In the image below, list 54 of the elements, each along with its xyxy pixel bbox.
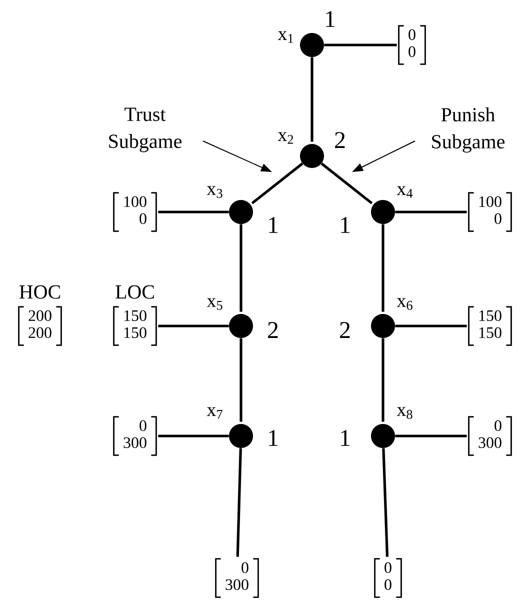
node-label: x$_{6}$ <box>396 298 412 310</box>
branch-line <box>395 324 467 328</box>
vector-label: LOC <box>116 285 154 299</box>
branch-line <box>158 324 229 328</box>
player-number: 2 <box>335 132 345 148</box>
decision-dot <box>371 424 395 448</box>
node-label: x$_{5}$ <box>206 298 222 310</box>
player-number: 2 <box>340 322 350 338</box>
branch-line <box>382 224 384 312</box>
vector-label: HOC <box>19 285 60 299</box>
branch-line <box>382 448 389 557</box>
player-number: 1 <box>326 11 335 27</box>
node-label: x$_{8}$ <box>396 407 412 419</box>
branch-line <box>382 338 384 422</box>
payoff-vector: 200 200 <box>18 306 62 346</box>
branch-line <box>240 338 242 422</box>
player-number: 1 <box>341 217 350 233</box>
decision-dot <box>229 424 253 448</box>
player-number: 2 <box>268 322 278 338</box>
payoff-vector: 0 0 <box>374 558 402 598</box>
decision-dot <box>371 314 395 338</box>
node-label: x$_{3}$ <box>206 186 222 198</box>
branch-line <box>320 162 373 204</box>
decision-dot <box>229 314 253 338</box>
payoff-vector: 150 150 <box>113 306 157 346</box>
subgame-label: Punish Subgame <box>432 107 505 153</box>
node-label: x$_{7}$ <box>206 407 222 419</box>
branch-line <box>395 434 467 438</box>
payoff-vector: 100 0 <box>113 192 157 232</box>
subgame-label: Trust Subgame <box>109 108 182 152</box>
branch-line <box>240 224 242 312</box>
branch-line <box>158 210 229 214</box>
decision-dot <box>229 200 253 224</box>
decision-dot <box>371 200 395 224</box>
payoff-vector: 0 300 <box>215 558 259 598</box>
branch-line <box>251 162 304 204</box>
payoff-vector: 100 0 <box>468 192 512 232</box>
branch-line <box>324 44 397 46</box>
decision-dot <box>300 144 324 168</box>
node-label: x$_{2}$ <box>278 132 294 144</box>
branch-line <box>158 434 229 438</box>
branch-line <box>395 210 467 214</box>
player-number: 1 <box>341 430 350 446</box>
payoff-vector: 0 300 <box>113 416 157 456</box>
payoff-vector: 0 0 <box>398 25 426 65</box>
branch-line <box>236 448 242 557</box>
payoff-vector: 0 300 <box>468 416 512 456</box>
node-label: x$_{4}$ <box>396 186 413 198</box>
node-label: x$_{1}$ <box>278 31 294 43</box>
decision-dot <box>300 33 324 57</box>
player-number: 1 <box>269 430 278 446</box>
player-number: 1 <box>269 217 278 233</box>
branch-line <box>310 57 314 142</box>
payoff-vector: 150 150 <box>468 306 512 346</box>
